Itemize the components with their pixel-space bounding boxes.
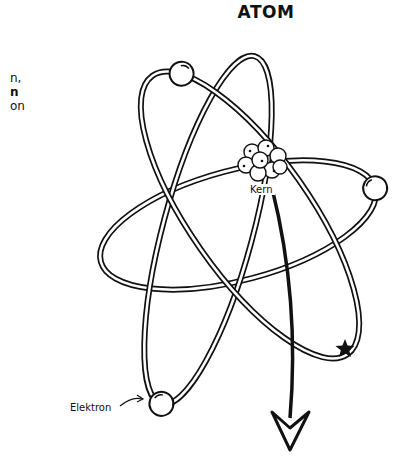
electron: [147, 389, 176, 418]
orbits: [87, 41, 393, 415]
electron-label: Elektron: [68, 402, 113, 413]
big-arrow: [272, 188, 309, 450]
cut-text: n,: [10, 72, 21, 85]
nucleus-label: Kern: [248, 184, 275, 195]
electron: [165, 57, 198, 90]
title: ATOM: [238, 3, 295, 22]
leader-arrow: [120, 395, 143, 406]
electrons: [147, 57, 390, 419]
nucleus: [238, 140, 287, 181]
electron: [360, 174, 389, 203]
cut-text: on: [10, 100, 25, 113]
cut-text: n: [10, 86, 19, 99]
orbit: [118, 44, 298, 415]
star: [336, 339, 355, 357]
orbit: [103, 41, 393, 388]
